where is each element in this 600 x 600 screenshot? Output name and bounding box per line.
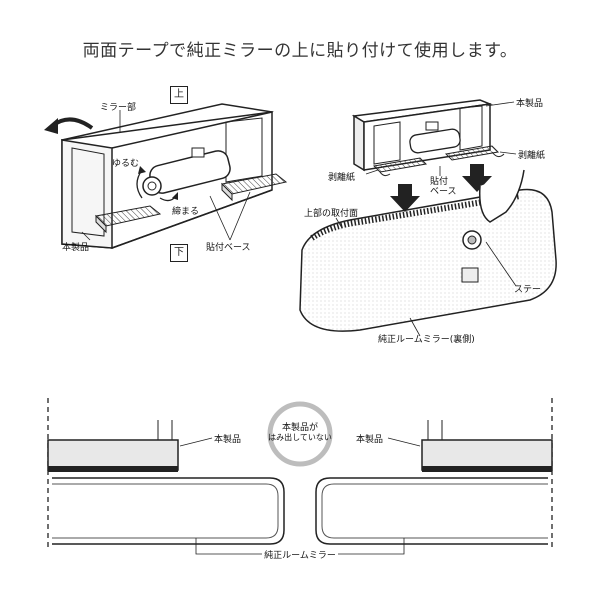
- product-label-bottom-left: 本製品: [214, 435, 242, 445]
- loosen-label: ゆるむ: [112, 159, 140, 169]
- adhesive-base-label-right-1: 貼付: [430, 177, 449, 187]
- bottom-fit-illustration: [47, 398, 553, 555]
- product-label-right: 本製品: [516, 99, 544, 109]
- badge-text-line1: 本製品が: [281, 423, 318, 433]
- oem-mirror-back-label: 純正ルームミラー(裏側): [378, 335, 475, 345]
- tighten-label: 締まる: [172, 207, 200, 217]
- product-label-left: 本製品: [62, 243, 90, 253]
- adhesive-base-label-right-2: ベース: [430, 187, 457, 197]
- top-mount-surface-label: 上部の取付面: [304, 209, 359, 219]
- badge-text-line2: はみ出していない: [268, 433, 332, 442]
- adhesive-base-label-left: 貼付ベース: [206, 243, 251, 253]
- mirror-part-label: ミラー部: [100, 103, 137, 113]
- release-paper-label-right: 剥離紙: [518, 151, 546, 161]
- product-label-bottom-right: 本製品: [356, 435, 384, 445]
- bottom-indicator: 下: [170, 244, 188, 262]
- page-title: 両面テープで純正ミラーの上に貼り付けて使用します。: [82, 41, 518, 61]
- oem-mirror-label-bottom: 純正ルームミラー: [264, 551, 336, 561]
- stay-label: ステー: [514, 285, 542, 295]
- right-mounting-illustration: [299, 99, 557, 337]
- left-product-illustration: [44, 103, 288, 249]
- top-indicator: 上: [170, 86, 188, 104]
- release-paper-label-left: 剥離紙: [328, 173, 356, 183]
